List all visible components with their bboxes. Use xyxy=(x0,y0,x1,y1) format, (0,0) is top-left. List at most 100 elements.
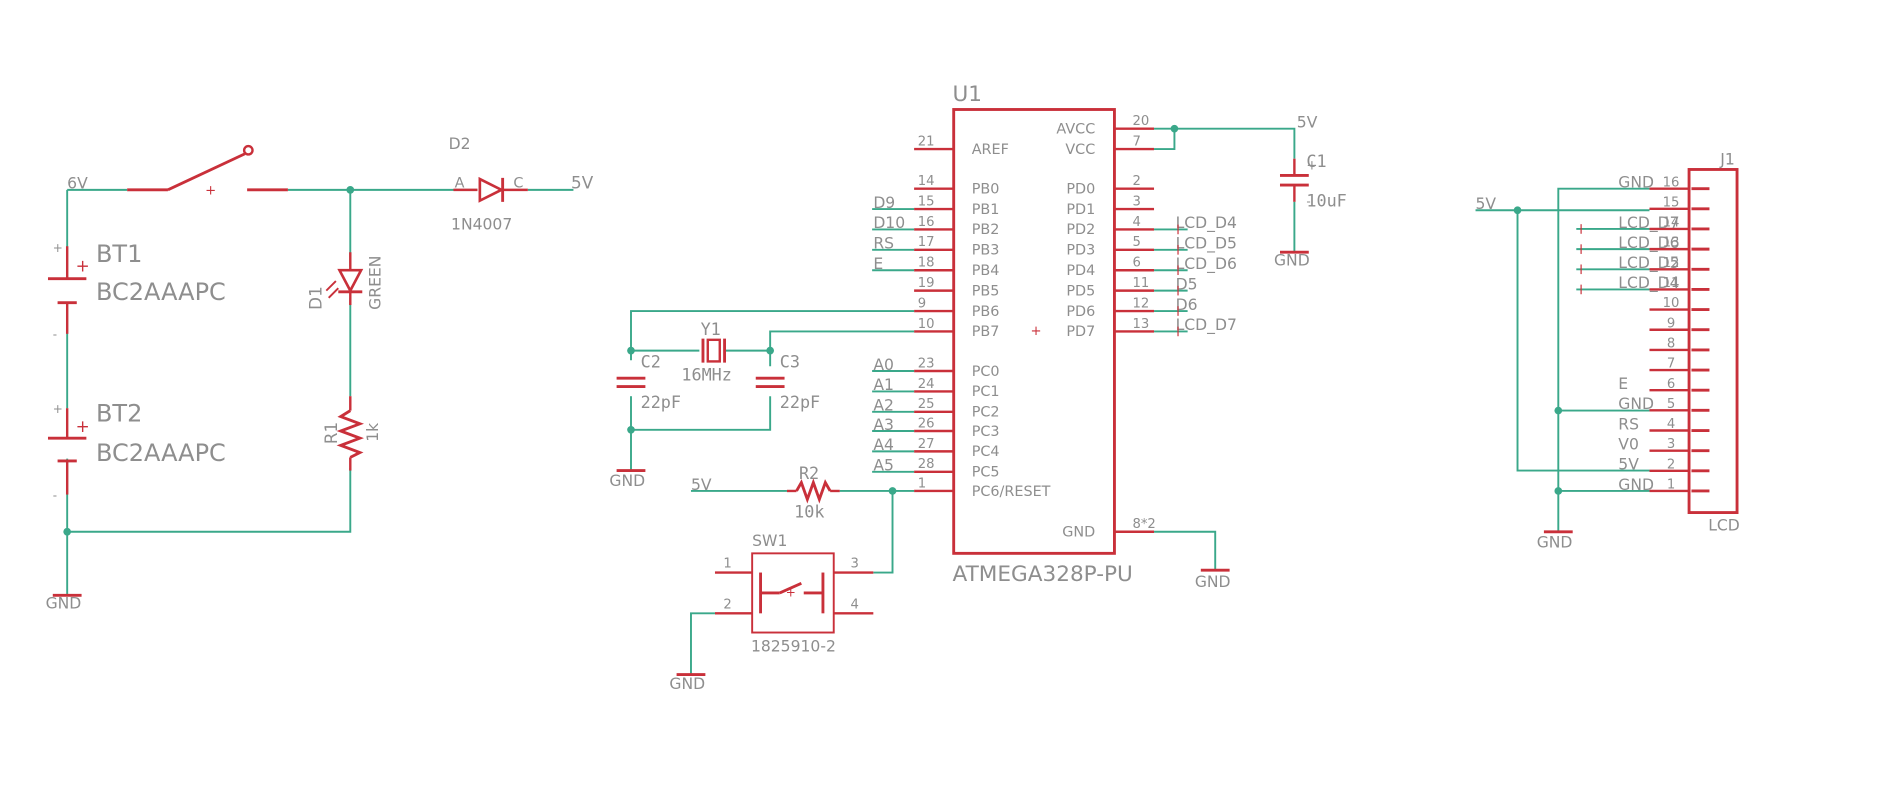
pin-number: 26 xyxy=(918,416,935,431)
resistor-r2[interactable]: R2 10k xyxy=(786,463,840,521)
lcd-pin-8[interactable]: 8 xyxy=(1649,336,1710,351)
lcd-connector-body[interactable] xyxy=(1687,168,1739,515)
svg-text:GND: GND xyxy=(46,595,82,613)
diode-d2[interactable]: D2 A C 1N4007 xyxy=(449,135,528,233)
d2-cathode: C xyxy=(513,175,523,191)
pin-number: 21 xyxy=(918,134,935,149)
pin-label: PD4 xyxy=(1066,263,1095,279)
pin-label: PB4 xyxy=(972,263,1000,279)
pin-number: 2 xyxy=(1667,457,1675,472)
net-label: E xyxy=(1618,375,1628,393)
net-label: D9 xyxy=(873,194,895,212)
led-d1[interactable]: D1 GREEN xyxy=(305,252,384,310)
lcd-gnd: GND xyxy=(1537,533,1573,551)
pin-number: 14 xyxy=(1663,216,1680,231)
net-label: V0 xyxy=(1618,435,1639,453)
pin-number: 4 xyxy=(1667,417,1675,432)
lcd-pin-15[interactable]: 15 xyxy=(1649,195,1710,210)
capacitor-c2[interactable]: C2 22pF xyxy=(616,351,681,412)
capacitor-c1[interactable]: + - C1 10uF xyxy=(1279,151,1347,211)
pin-number: 10 xyxy=(1663,296,1680,311)
bt1-name: BT1 xyxy=(96,240,142,268)
net-label: LCD_D7 xyxy=(1176,316,1237,335)
net-label: A0 xyxy=(873,356,894,374)
sw1-value: 1825910-2 xyxy=(751,638,836,656)
lcd-pin-6[interactable]: 6E xyxy=(1618,375,1710,393)
lcd-pin-2[interactable]: 25V xyxy=(1618,456,1710,474)
lcd-pin-7[interactable]: 7 xyxy=(1649,357,1710,372)
resistor-r1[interactable]: R1 1k xyxy=(321,396,382,471)
pin-number: 11 xyxy=(1132,276,1149,291)
pin-number: 14 xyxy=(918,174,935,189)
crystal-y1[interactable]: Y1 16MHz xyxy=(681,319,732,385)
svg-text:-: - xyxy=(1306,194,1310,208)
net-label: A5 xyxy=(873,457,894,475)
junction-dot xyxy=(627,425,635,434)
lcd-pin-4[interactable]: 4RS xyxy=(1618,415,1710,433)
d2-name: D2 xyxy=(449,135,471,153)
power-switch[interactable]: + xyxy=(127,144,288,199)
pin-label: PB5 xyxy=(972,283,1000,299)
pushbutton-sw1[interactable]: + SW1 1 2 3 4 1825910-2 xyxy=(714,532,874,656)
net-label: E xyxy=(873,255,883,273)
net-label: D10 xyxy=(873,214,905,232)
pin-number: 20 xyxy=(1132,114,1149,129)
pin-number: 23 xyxy=(918,356,935,371)
capacitor-c3[interactable]: C3 22pF xyxy=(755,351,820,412)
battery-bt1[interactable]: + + - BT1 BC2AAAPC xyxy=(47,240,226,342)
c1-name: C1 xyxy=(1306,151,1326,171)
sw1-gnd: GND xyxy=(669,675,705,693)
pin-label: PC4 xyxy=(972,444,1000,460)
pin-number: 11 xyxy=(1663,276,1680,291)
svg-text:-: - xyxy=(53,328,57,342)
lcd-pin-3[interactable]: 3V0 xyxy=(1618,435,1710,453)
junction-dot xyxy=(1170,124,1179,133)
net-label: GND xyxy=(1618,476,1654,494)
pin-number: 10 xyxy=(918,317,935,332)
u1-name: U1 xyxy=(952,82,982,107)
pin-label: PC1 xyxy=(972,384,1000,400)
lcd-pin-10[interactable]: 10 xyxy=(1649,296,1710,311)
lcd-pin-9[interactable]: 9 xyxy=(1649,316,1710,331)
j1-value: LCD xyxy=(1708,517,1740,535)
battery-bt2[interactable]: + + - BT2 BC2AAAPC xyxy=(47,399,226,502)
pin-label: PC2 xyxy=(972,405,1000,421)
net-label: RS xyxy=(873,235,894,253)
